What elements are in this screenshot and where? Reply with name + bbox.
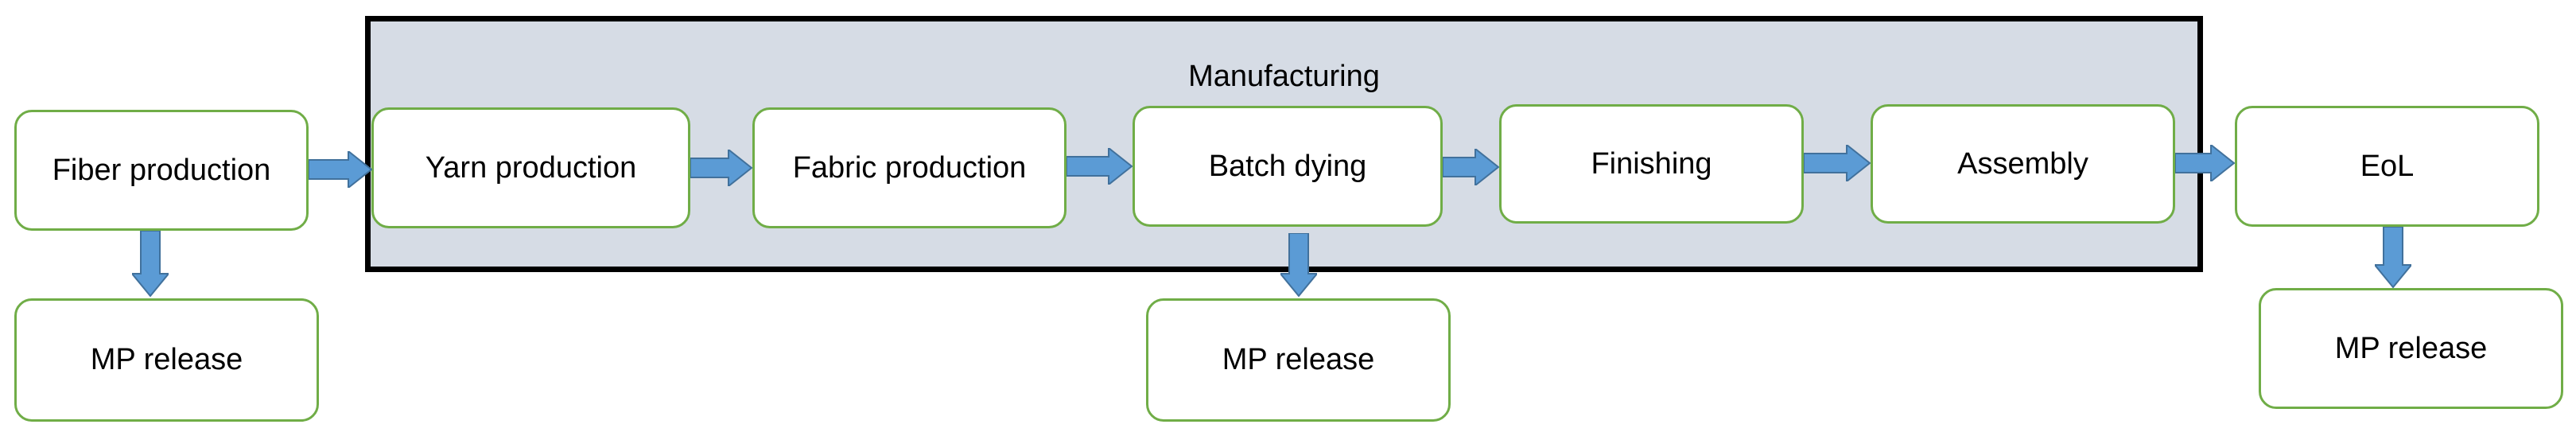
manufacturing-group-title: Manufacturing [1188, 60, 1380, 93]
arrow-fiber-to-mp-release [132, 231, 169, 297]
arrow-dying-to-finishing [1443, 149, 1499, 185]
arrow-fiber-to-yarn [309, 151, 372, 188]
batch-dying-node: Batch dying [1133, 106, 1443, 227]
yarn-production-node: Yarn production [371, 107, 690, 228]
arrow-fabric-to-dying [1067, 148, 1133, 185]
mp-release-fiber-node: MP release [14, 298, 319, 422]
arrow-finishing-to-assembly [1804, 145, 1871, 181]
finishing-node: Finishing [1499, 104, 1804, 224]
fabric-production-node: Fabric production [752, 107, 1067, 228]
arrow-yarn-to-fabric [690, 150, 752, 186]
mp-release-dying-node: MP release [1146, 298, 1451, 422]
assembly-node: Assembly [1871, 104, 2175, 224]
mp-release-eol-node: MP release [2259, 288, 2563, 409]
eol-node: EoL [2235, 106, 2539, 227]
arrow-eol-to-mp-release [2375, 227, 2411, 288]
fiber-production-node: Fiber production [14, 110, 309, 231]
arrow-assembly-to-eol [2175, 145, 2235, 181]
arrow-dying-to-mp-release [1280, 233, 1317, 297]
